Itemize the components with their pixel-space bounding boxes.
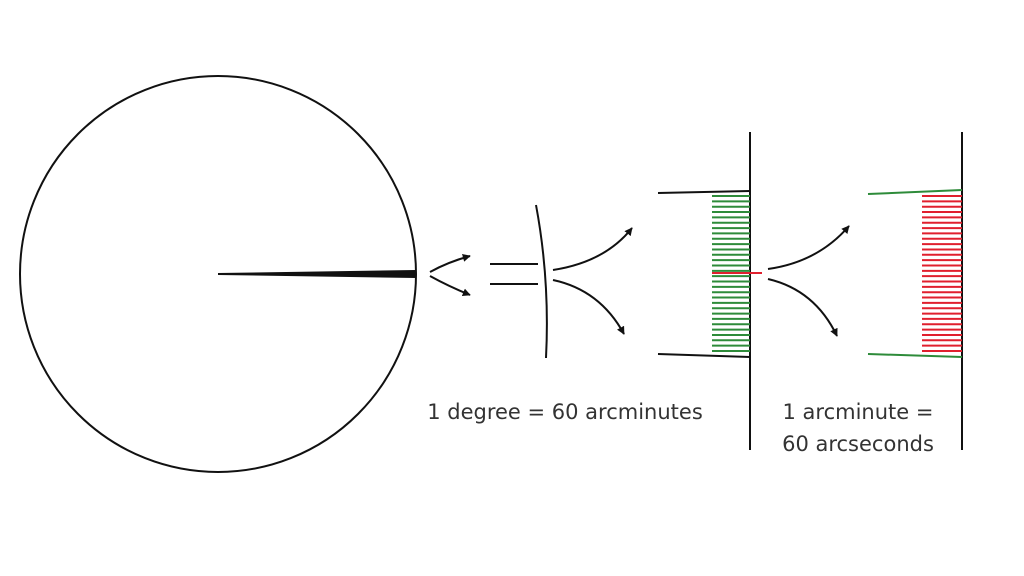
arcminute-caption-line-2: 60 arcseconds (782, 432, 934, 456)
arrow-degree-up (552, 227, 633, 271)
arrow-arcminute-down (767, 278, 838, 337)
degree-caption: 1 degree = 60 arcminutes (412, 396, 718, 428)
arrow-wedge-down (429, 275, 471, 296)
arrow-arcminute-up (767, 225, 850, 270)
arcminute-divisions (712, 195, 750, 352)
arrow-degree-down (552, 279, 625, 335)
arrow-wedge-up (429, 254, 471, 273)
one-degree-wedge (218, 270, 416, 278)
degree-arc (535, 204, 548, 359)
arcsecond-bottom-line (867, 353, 963, 358)
arcminute-bottom-line (657, 353, 751, 358)
degree-caption-text: 1 degree = 60 arcminutes (427, 400, 703, 424)
arcminute-caption: 1 arcminute = 60 arcseconds (760, 396, 956, 460)
arcsecond-top-line (867, 189, 963, 195)
arcsecond-divisions (922, 195, 962, 352)
arcminute-caption-line-1: 1 arcminute = (782, 400, 934, 424)
arcminute-top-line (657, 190, 751, 194)
